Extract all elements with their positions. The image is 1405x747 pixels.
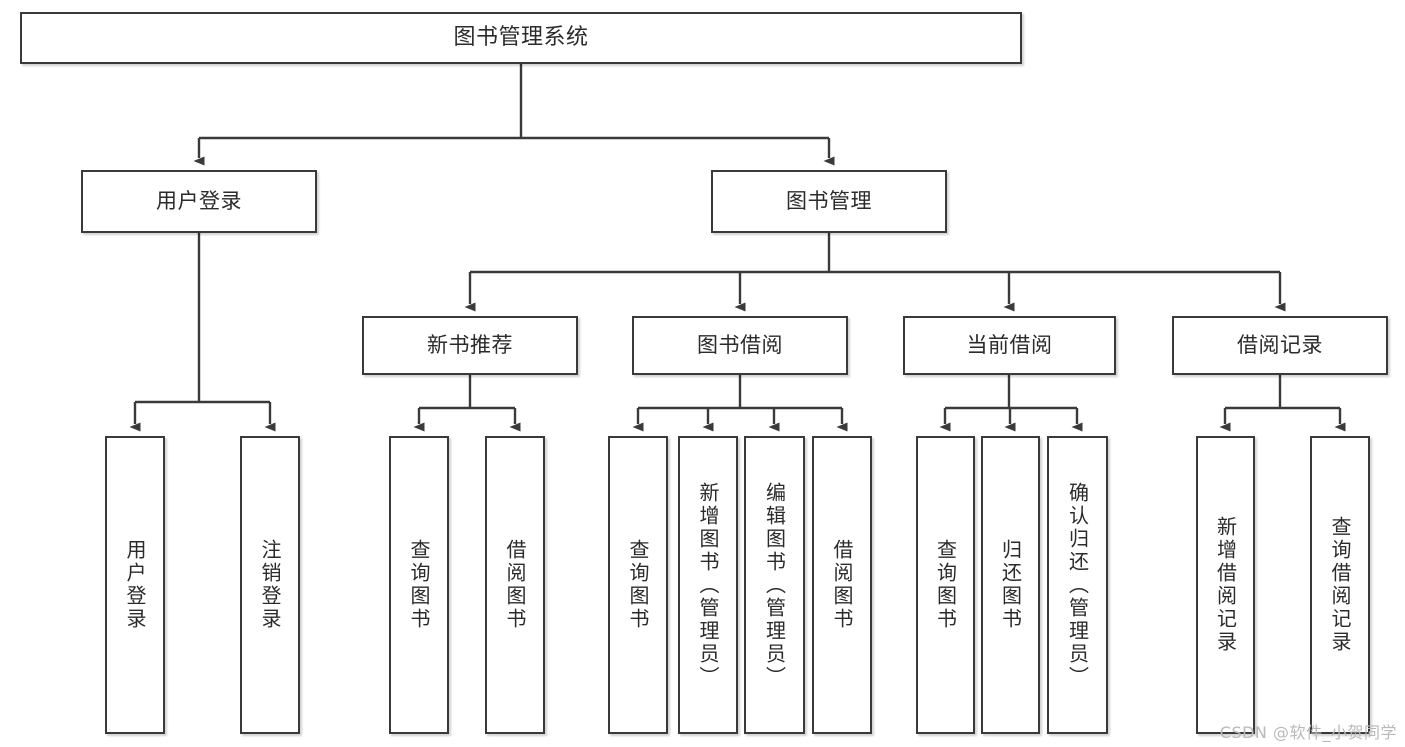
node-label: 注销登录 (258, 539, 282, 631)
node-leaf-query-book-3[interactable]: 查询图书 (916, 436, 975, 734)
node-label: 当前借阅 (966, 333, 1053, 358)
connector-lines (129, 64, 1346, 432)
node-label: 用户登录 (156, 189, 242, 214)
node-label: 查询图书 (933, 539, 958, 631)
node-leaf-logout[interactable]: 注销登录 (240, 436, 300, 734)
node-label: 归还图书 (998, 539, 1023, 631)
node-leaf-query-book-2[interactable]: 查询图书 (608, 436, 668, 734)
node-leaf-confirm-return[interactable]: 确认归还（管理员） (1047, 436, 1108, 734)
node-leaf-edit-book[interactable]: 编辑图书（管理员） (744, 436, 805, 734)
node-leaf-add-book[interactable]: 新增图书（管理员） (678, 436, 738, 734)
node-label: 图书借阅 (697, 333, 783, 358)
node-label: 图书管理 (786, 189, 872, 214)
node-leaf-user-login[interactable]: 用户登录 (105, 436, 165, 734)
node-leaf-query-record[interactable]: 查询借阅记录 (1310, 436, 1370, 734)
node-new-book-recommend[interactable]: 新书推荐 (362, 316, 578, 375)
node-root[interactable]: 图书管理系统 (20, 12, 1022, 64)
node-label: 借阅图书 (503, 539, 527, 631)
node-label: 用户登录 (123, 539, 147, 631)
node-label: 新增借阅记录 (1213, 516, 1238, 654)
node-label: 新书推荐 (427, 333, 513, 358)
node-label: 借阅记录 (1237, 333, 1323, 358)
node-label: 图书管理系统 (453, 25, 589, 51)
node-leaf-query-book-1[interactable]: 查询图书 (389, 436, 449, 734)
node-label: 确认归还（管理员） (1065, 481, 1090, 689)
node-label: 借阅图书 (830, 539, 854, 631)
node-user-login[interactable]: 用户登录 (81, 170, 317, 233)
node-label: 查询图书 (407, 539, 431, 631)
node-label: 新增图书（管理员） (696, 481, 720, 689)
node-book-manage[interactable]: 图书管理 (711, 170, 947, 233)
node-book-borrow[interactable]: 图书借阅 (632, 316, 848, 375)
node-label: 查询图书 (626, 539, 650, 631)
node-borrow-record[interactable]: 借阅记录 (1172, 316, 1388, 375)
node-leaf-borrow-book-1[interactable]: 借阅图书 (485, 436, 545, 734)
node-current-borrow[interactable]: 当前借阅 (903, 316, 1116, 375)
node-label: 查询借阅记录 (1328, 516, 1352, 654)
node-label: 编辑图书（管理员） (762, 481, 787, 689)
node-leaf-return-book[interactable]: 归还图书 (981, 436, 1040, 734)
node-leaf-borrow-book-2[interactable]: 借阅图书 (812, 436, 872, 734)
node-leaf-add-record[interactable]: 新增借阅记录 (1196, 436, 1255, 734)
